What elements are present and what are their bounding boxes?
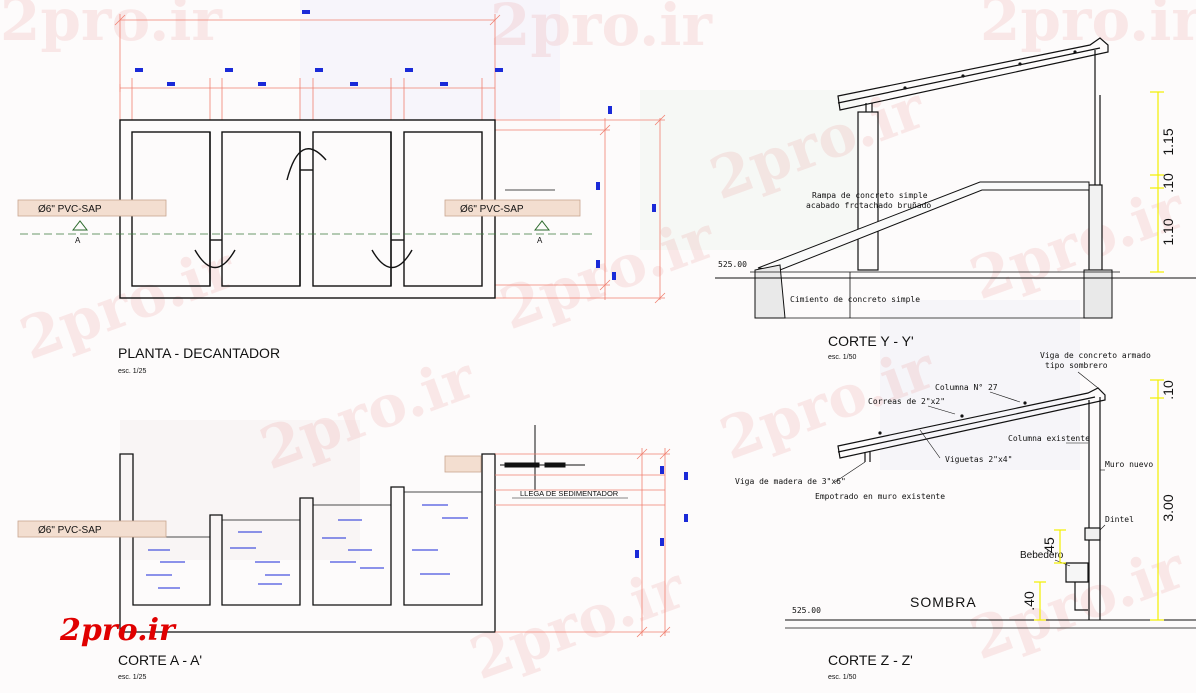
beam-note-1: Viga de concreto armado	[1040, 351, 1151, 360]
corte-y-roof-bolts	[903, 50, 1077, 90]
corte-a-inlet-detail	[500, 425, 585, 490]
corte-a: Ø6" PVC-SAP LLEGA DE SEDIMENTADOR	[17, 425, 688, 681]
beam-note-2: tipo sombrero	[1045, 361, 1108, 370]
section-marker-label: A	[537, 236, 543, 245]
dim-label: 1.10	[1160, 218, 1176, 245]
corte-a-dimensions	[495, 448, 671, 638]
column-existing-note: Columna existente	[1008, 434, 1090, 443]
corte-z-roof-bolts	[878, 401, 1027, 435]
straps-note: Correas de 2"x2"	[868, 397, 945, 406]
joists-note: Viguetas 2"x4"	[945, 455, 1012, 464]
footing-note: Cimiento de concreto simple	[790, 295, 920, 304]
inlet-note: LLEGA DE SEDIMENTADOR	[520, 489, 619, 498]
planta-dimensions	[114, 14, 666, 304]
corte-z-dimension	[1034, 379, 1164, 621]
corte-y-walls	[857, 50, 1103, 271]
corte-a-pipe: Ø6" PVC-SAP	[17, 520, 167, 538]
corte-y-roof	[837, 37, 1109, 112]
pipe-label: Ø6" PVC-SAP	[460, 204, 524, 215]
corte-a-dim-marks	[635, 466, 688, 558]
watermark-text: 2pro.ir	[490, 0, 713, 59]
site-logo: 2pro.ir	[59, 613, 177, 648]
level-label: 525.00	[792, 606, 821, 615]
corte-a-structure	[119, 453, 496, 633]
corte-y-dimension	[1150, 91, 1164, 273]
planta-decantador: Ø6" PVC-SAP Ø6" PVC-SAP A A PLANTA - DEC…	[17, 10, 666, 375]
pipe-label: Ø6" PVC-SAP	[38, 204, 102, 215]
corte-y: 525.00 Rampa de concreto simple acabado …	[715, 37, 1196, 361]
dim-label: .10	[1160, 173, 1176, 193]
section-marker-right: A	[533, 220, 551, 245]
shade-label: SOMBRA	[910, 594, 977, 610]
corte-a-water	[146, 504, 468, 589]
planta-title: PLANTA - DECANTADOR	[118, 345, 280, 361]
corte-y-title: CORTE Y - Y'	[828, 333, 914, 349]
inlet-pipe	[444, 455, 482, 473]
corte-a-scale: esc. 1/25	[118, 674, 147, 681]
column-note: Columna N° 27	[935, 383, 998, 392]
ramp-note-1: Rampa de concreto simple	[812, 191, 928, 200]
planta-scale: esc. 1/25	[118, 368, 147, 375]
ramp-note-2: acabado frotachado bruñado	[806, 201, 931, 210]
dim-label: 1.15	[1160, 128, 1176, 155]
trough-note: Bebedero	[1020, 550, 1064, 561]
lintel-note: Dintel	[1105, 515, 1134, 524]
dim-label: 3.00	[1160, 494, 1176, 521]
corte-z-roof	[837, 387, 1106, 462]
corte-a-title: CORTE A - A'	[118, 652, 202, 668]
corte-z-wall	[1065, 397, 1101, 620]
pipe-label: Ø6" PVC-SAP	[38, 525, 102, 536]
dim-label: .45	[1041, 537, 1057, 557]
embed-note: Empotrado en muro existente	[815, 492, 945, 501]
section-marker-left: A	[71, 220, 89, 245]
planta-pipe-left: Ø6" PVC-SAP	[17, 199, 167, 217]
planta-pipe-right: Ø6" PVC-SAP	[444, 199, 581, 217]
corte-z-scale: esc. 1/50	[828, 674, 857, 681]
section-marker-label: A	[75, 236, 81, 245]
corte-z: 525.00 SOMBRA Viga de concreto armado ti…	[735, 351, 1196, 681]
watermark-text: 2pro.ir	[0, 0, 223, 54]
planta-dim-marks	[135, 10, 656, 280]
corte-y-scale: esc. 1/50	[828, 354, 857, 361]
corte-z-title: CORTE Z - Z'	[828, 652, 913, 668]
wall-new-note: Muro nuevo	[1105, 460, 1153, 469]
dim-label: .10	[1160, 380, 1176, 400]
level-label: 525.00	[718, 260, 747, 269]
dim-label: .40	[1021, 591, 1037, 611]
wood-beam-note: Viga de madera de 3"x6"	[735, 477, 846, 486]
